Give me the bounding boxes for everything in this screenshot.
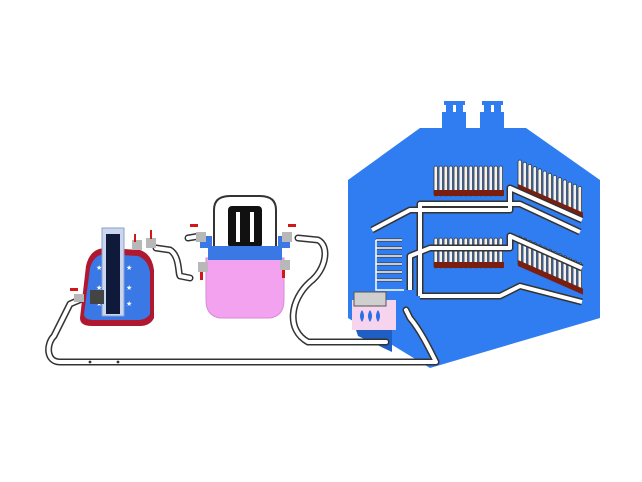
valve-icon bbox=[280, 260, 290, 278]
hoses bbox=[45, 232, 440, 366]
valve-icon bbox=[146, 230, 156, 248]
radiator-base bbox=[434, 262, 504, 268]
flame-icon bbox=[360, 310, 380, 322]
boiler bbox=[352, 238, 404, 330]
heating-pipes bbox=[370, 184, 584, 306]
pump-unit-icon: ★ ★ ★ ★ ★ ★ bbox=[80, 227, 154, 326]
radiator-base bbox=[434, 190, 504, 196]
svg-text:★: ★ bbox=[96, 284, 102, 292]
valves bbox=[70, 224, 296, 302]
boiler-icon bbox=[353, 291, 387, 307]
svg-text:★: ★ bbox=[96, 264, 102, 272]
valve-icon bbox=[190, 224, 206, 242]
valve-icon bbox=[198, 262, 208, 280]
radiator-upper-left bbox=[433, 165, 504, 197]
svg-text:★: ★ bbox=[126, 300, 132, 308]
flush-tank-icon bbox=[200, 195, 290, 319]
svg-text:★: ★ bbox=[126, 264, 132, 272]
valve-icon bbox=[282, 224, 296, 242]
chimney-left bbox=[442, 101, 466, 130]
valve-icon bbox=[70, 288, 84, 302]
radiator-base bbox=[518, 260, 583, 295]
svg-text:★: ★ bbox=[126, 284, 132, 292]
valve-icon bbox=[132, 234, 142, 250]
chimney-right bbox=[480, 101, 504, 130]
